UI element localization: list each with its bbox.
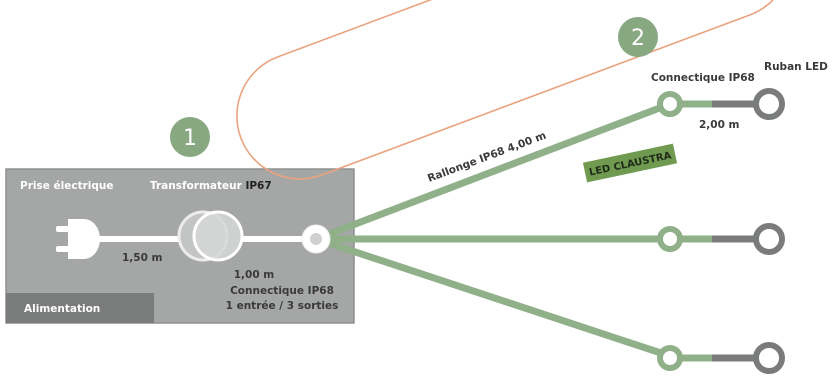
strip-end-lower [753,342,785,374]
extension-cable-lower [312,235,674,360]
extension-cable-upper [312,100,674,243]
plug-cable-length: 1,50 m [122,252,163,264]
badge-one: 1 [170,117,210,157]
led-strip-middle [657,223,785,255]
strip-end-middle [753,223,785,255]
led-strip-lower [657,342,785,374]
power-plug-icon [56,219,100,259]
transformer-label-prefix: Transformateur [150,180,245,192]
led-strip-outputs [657,88,785,374]
extension-cables [312,100,674,360]
transformer-icon [177,210,244,262]
output-connector-lower [657,345,683,371]
strip-end-upper [753,88,785,120]
transformer-cable-length: 1,00 m [234,269,275,281]
main-connector-core [310,233,322,245]
plug-label: Prise électrique [20,180,113,192]
transformer-label-rating: IP67 [245,180,271,192]
output-connector-upper [657,91,683,117]
extension-zone-outline [236,0,792,180]
transformer-label: Transformateur IP67 [150,180,272,192]
badge-one-number: 1 [183,126,197,151]
main-connector-label: Connectique IP68 [230,285,334,297]
led-strip-label: Ruban LED [764,61,828,73]
badge-two-number: 2 [631,26,645,51]
power-supply-tab [6,293,154,323]
badge-two: 2 [618,17,658,57]
main-connector-detail: 1 entrée / 3 sorties [226,300,339,312]
output-connector-middle [657,226,683,252]
end-connector-label: Connectique IP68 [651,72,755,84]
power-supply-tab-label: Alimentation [24,303,100,315]
led-strip-upper [657,88,785,120]
strip-cable-length: 2,00 m [699,119,740,131]
product-tag: LED CLAUSTRA [582,143,678,183]
